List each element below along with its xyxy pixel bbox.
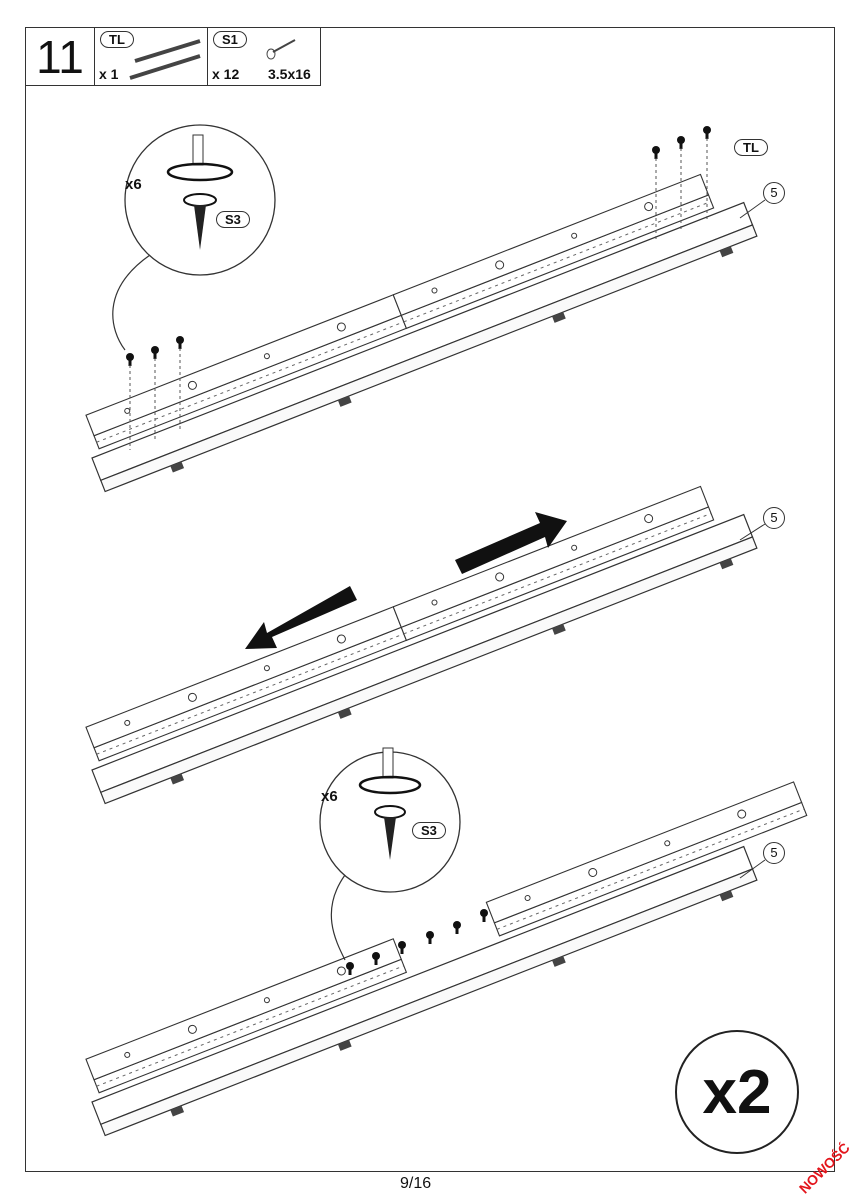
part-tl: TL x 1 — [95, 28, 208, 85]
screws-top — [126, 126, 711, 450]
page-frame — [25, 27, 835, 1172]
part-code-s3: S3 — [412, 822, 446, 839]
slide-left-arrow-icon — [245, 586, 357, 649]
part-quantity: x 1 — [99, 66, 119, 82]
part-code: S1 — [213, 31, 247, 48]
part-quantity: x 12 — [212, 66, 240, 82]
screw-count: x6 — [125, 176, 142, 193]
repeat-count-badge: x2 — [675, 1030, 799, 1154]
screwdriver-icon — [166, 134, 234, 250]
part-code-s3: S3 — [216, 211, 250, 228]
slide-right-arrow-icon — [455, 512, 567, 574]
rail-label-tl: TL — [734, 139, 768, 156]
screwdriver-icon — [358, 747, 422, 860]
parts-header: 11 TL x 1 S1 x 12 3.5x16 — [25, 27, 321, 86]
screw-icon — [266, 39, 296, 60]
part-size: 3.5x16 — [268, 66, 311, 82]
panel-number: 5 — [763, 182, 785, 204]
page-number: 9/16 — [400, 1175, 432, 1192]
screw-count: x6 — [321, 788, 338, 805]
step-number: 11 — [26, 28, 95, 85]
panel-number: 5 — [763, 507, 785, 529]
part-s1: S1 x 12 3.5x16 — [208, 28, 320, 85]
rail-pair-icon — [129, 39, 201, 80]
part-code: TL — [100, 31, 134, 48]
panel-number: 5 — [763, 842, 785, 864]
